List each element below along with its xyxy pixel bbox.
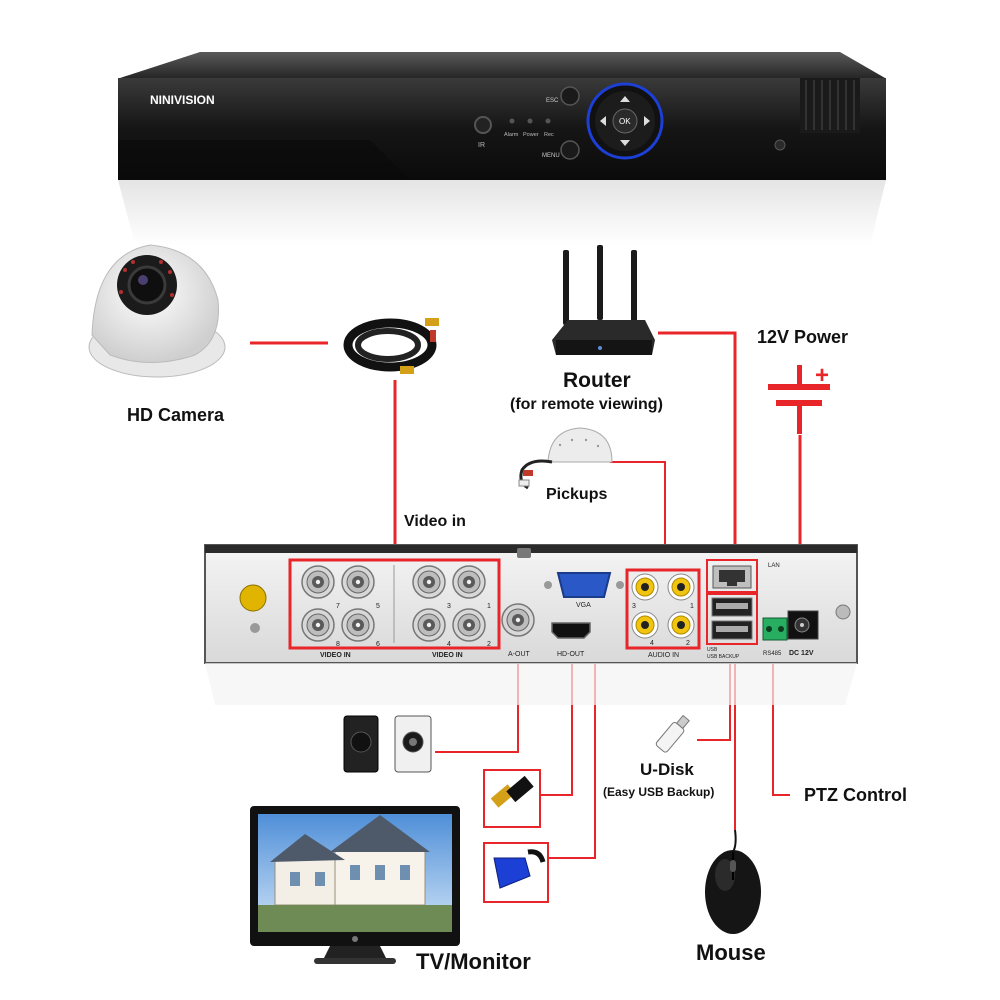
a-out-label: A-OUT [508, 651, 531, 658]
channel-number: 3 [447, 603, 451, 610]
ir-sensor: IR [474, 116, 492, 149]
channel-number: 1 [487, 603, 491, 610]
audio-out-connector[interactable] [501, 603, 535, 637]
audio-number: 2 [686, 640, 690, 647]
usb-port-1[interactable] [711, 597, 753, 617]
nav-dial[interactable]: OK [586, 82, 664, 160]
dvr-front-unit: NINIVISION IR Alarm Power Rec ESC MENU [118, 52, 886, 245]
audio-number: 3 [632, 603, 636, 610]
audio-in-connector[interactable] [667, 611, 695, 639]
video-in-connector[interactable] [341, 608, 375, 642]
pickups-label: Pickups [546, 486, 608, 503]
svg-text:OK: OK [619, 117, 631, 126]
vga-port[interactable] [544, 572, 624, 598]
rs485-terminal[interactable] [762, 617, 788, 641]
dc-power-symbol: + [768, 362, 830, 434]
channel-number: 6 [376, 641, 380, 648]
lan-port[interactable] [712, 565, 752, 589]
router-label: Router [563, 369, 631, 392]
audio-number: 4 [650, 640, 654, 647]
vga-label: VGA [576, 602, 591, 609]
power-button[interactable] [774, 139, 786, 151]
mouse-label: Mouse [696, 940, 766, 965]
led-alarm: Alarm [504, 132, 519, 138]
usb-port-2[interactable] [711, 620, 753, 640]
router-subtitle: (for remote viewing) [510, 396, 663, 413]
dvr-top-surface [120, 52, 885, 78]
channel-number: 2 [487, 641, 491, 648]
led-rec: Rec [544, 132, 554, 138]
channel-number: 8 [336, 641, 340, 648]
svg-text:IR: IR [478, 142, 485, 149]
video-in-connector[interactable] [452, 608, 486, 642]
video-in-callout: Video in [404, 513, 466, 530]
audio-in-connector[interactable] [631, 573, 659, 601]
dvr-reflection [118, 180, 886, 245]
video-in-label-left: VIDEO IN [320, 652, 351, 659]
audio-number: 1 [690, 603, 694, 610]
wire-pickups [610, 461, 666, 570]
audio-in-label: AUDIO IN [648, 652, 679, 659]
video-in-label-right: VIDEO IN [432, 652, 463, 659]
dc-power-jack[interactable] [787, 610, 819, 640]
ok-button[interactable] [612, 108, 638, 134]
tv-monitor [250, 806, 460, 964]
usb-flash-drive [655, 714, 690, 753]
hd-camera-label: HD Camera [127, 405, 225, 425]
dome-camera [88, 244, 226, 378]
microphone-pickup [518, 427, 613, 490]
tv-monitor-label: TV/Monitor [416, 949, 531, 974]
bnc-cable-coil [343, 318, 439, 374]
channel-number: 7 [336, 603, 340, 610]
channel-number: 5 [376, 603, 380, 610]
svg-text:+: + [815, 362, 829, 389]
video-in-highlight [288, 558, 501, 650]
wire-router-lan [658, 331, 737, 565]
audio-in-connector[interactable] [631, 611, 659, 639]
lan-label: LAN [768, 563, 780, 569]
video-in-connector[interactable] [301, 565, 335, 599]
u-disk-label: U-Disk [640, 760, 694, 779]
brand-logo: NINIVISION [150, 93, 215, 107]
usb-backup-label: USB BACKUP [707, 654, 740, 660]
video-in-connector[interactable] [412, 565, 446, 599]
menu-button[interactable]: MENU [542, 140, 580, 160]
audio-in-highlight [625, 568, 701, 650]
ground-terminal [239, 584, 267, 612]
video-in-connector[interactable] [412, 608, 446, 642]
speakers [343, 715, 432, 773]
hdmi-port[interactable] [551, 622, 591, 639]
video-in-connector[interactable] [452, 565, 486, 599]
audio-in-connector[interactable] [667, 573, 695, 601]
usb-highlight [706, 593, 758, 645]
front-vent [800, 78, 860, 133]
hd-out-label: HD-OUT [557, 651, 585, 658]
rs485-label: RS485 [763, 651, 782, 657]
svg-text:ESC: ESC [546, 98, 559, 104]
u-disk-subtitle: (Easy USB Backup) [603, 785, 715, 799]
hdmi-cable [483, 769, 541, 828]
status-leds: Alarm Power Rec [504, 118, 554, 138]
power-label: 12V Power [757, 327, 849, 347]
dvr-rear-panel: 7 5 8 6 3 1 4 2 VIDEO IN VIDEO IN A-OUT … [204, 544, 858, 705]
lan-highlight [706, 559, 758, 593]
router [552, 245, 655, 355]
channel-number: 4 [447, 641, 451, 648]
led-power: Power [523, 132, 539, 138]
svg-text:MENU: MENU [542, 153, 560, 159]
computer-mouse [705, 829, 761, 934]
usb-label: USB [707, 647, 718, 653]
vga-cable [483, 842, 549, 903]
video-in-connector[interactable] [301, 608, 335, 642]
dc-label: DC 12V [789, 650, 814, 657]
ptz-control-label: PTZ Control [804, 785, 907, 805]
esc-button[interactable]: ESC [546, 86, 580, 106]
video-in-connector[interactable] [341, 565, 375, 599]
